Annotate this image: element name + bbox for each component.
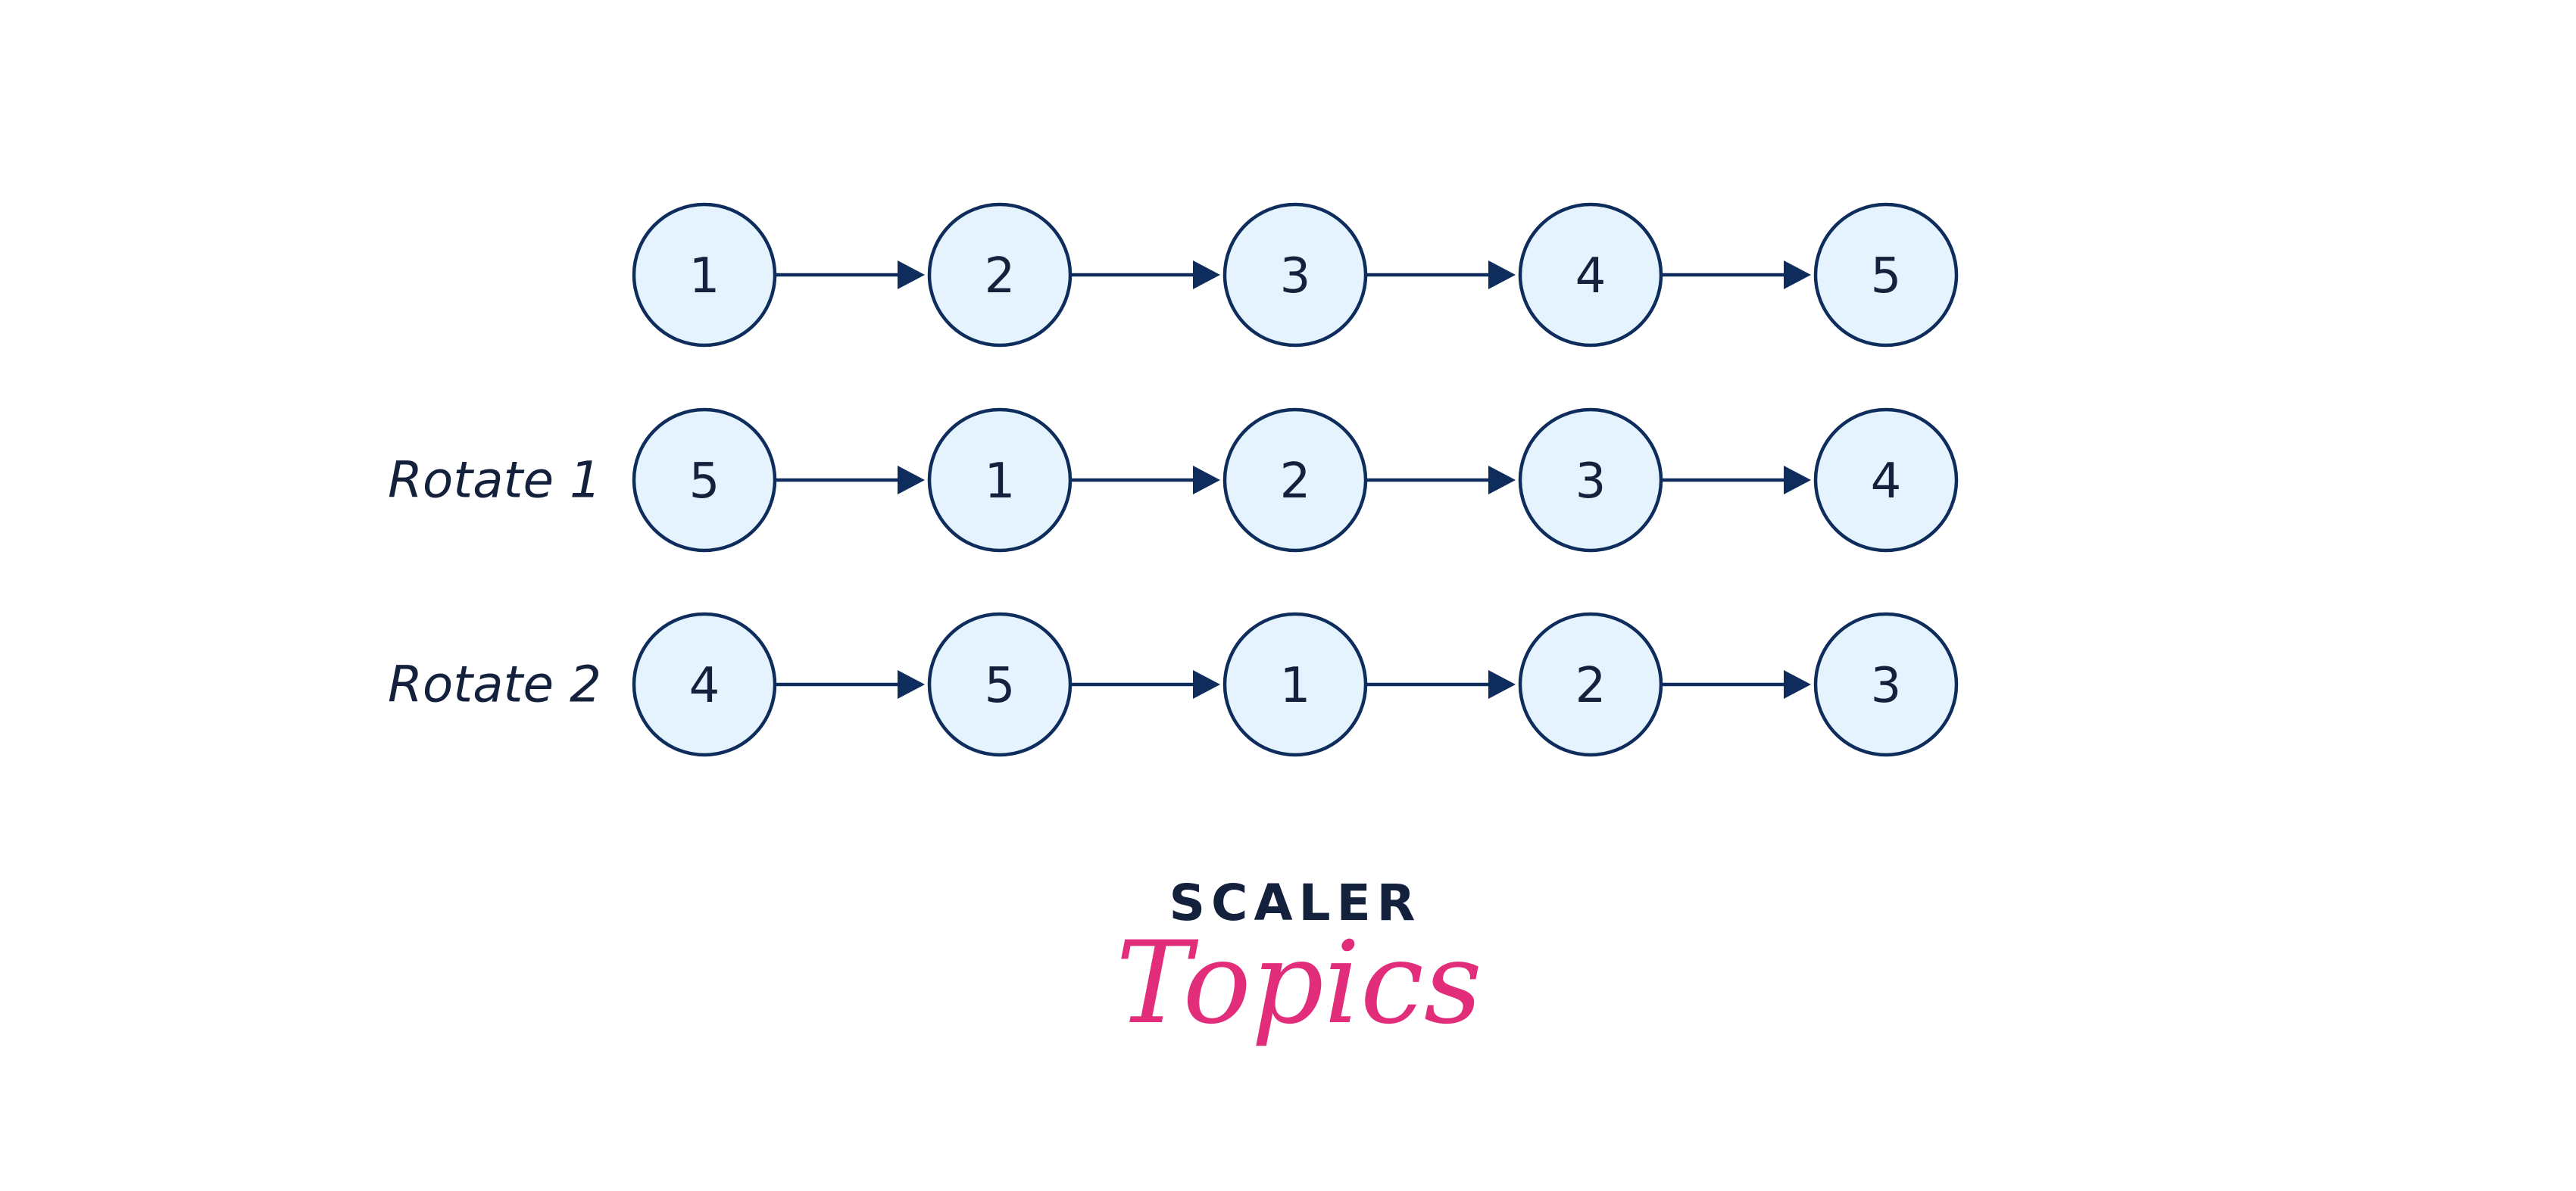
arrow-head-icon (1193, 670, 1220, 699)
node-value: 3 (1871, 658, 1902, 714)
node-value: 5 (985, 658, 1016, 714)
node-circle (1813, 612, 1959, 757)
node-value: 3 (1280, 248, 1311, 304)
arrow-head-icon (898, 466, 925, 494)
list-node: 4 (632, 612, 777, 757)
arrow-head-icon (1193, 466, 1220, 494)
list-node: 2 (1222, 407, 1368, 553)
node-circle (1518, 202, 1663, 348)
node-circle (1813, 202, 1959, 348)
row-1: 1 2 3 4 5 (632, 202, 1959, 348)
node-circle (632, 202, 777, 348)
arrow-head-icon (898, 670, 925, 699)
list-node: 1 (632, 202, 777, 348)
list-node: 1 (1222, 612, 1368, 757)
list-node: 5 (1813, 202, 1959, 348)
node-circle (632, 612, 777, 757)
list-node: 2 (1518, 612, 1663, 757)
brand-script: Topics (1116, 918, 1482, 1049)
row-label: Rotate 1 (388, 451, 601, 510)
node-value: 5 (689, 454, 720, 510)
row-2: Rotate 1 5 1 2 3 4 (388, 407, 1959, 553)
scaler-topics-logo: SCALER Topics (1116, 874, 1482, 1049)
node-circle (1222, 202, 1368, 348)
node-circle (1518, 407, 1663, 553)
list-node: 4 (1813, 407, 1959, 553)
row-label: Rotate 2 (388, 656, 601, 714)
node-circle (1518, 612, 1663, 757)
node-value: 4 (689, 658, 720, 714)
node-value: 2 (1280, 454, 1311, 510)
list-node: 3 (1222, 202, 1368, 348)
arrow-head-icon (1488, 260, 1516, 289)
node-circle (927, 202, 1073, 348)
list-node: 3 (1518, 407, 1663, 553)
row-3: Rotate 2 4 5 1 2 3 (388, 612, 1959, 757)
node-value: 4 (1871, 454, 1902, 510)
arrow-head-icon (1784, 260, 1811, 289)
node-value: 5 (1871, 248, 1902, 304)
node-circle (1813, 407, 1959, 553)
list-node: 5 (927, 612, 1073, 757)
arrow-head-icon (1784, 670, 1811, 699)
node-circle (632, 407, 777, 553)
node-value: 3 (1575, 454, 1606, 510)
node-value: 1 (1280, 658, 1311, 714)
arrow-head-icon (898, 260, 925, 289)
node-circle (927, 612, 1073, 757)
node-value: 2 (1575, 658, 1606, 714)
node-circle (1222, 612, 1368, 757)
node-value: 1 (689, 248, 720, 304)
arrow-head-icon (1488, 670, 1516, 699)
list-node: 1 (927, 407, 1073, 553)
node-value: 4 (1575, 248, 1606, 304)
list-node: 4 (1518, 202, 1663, 348)
node-value: 2 (985, 248, 1016, 304)
node-circle (1222, 407, 1368, 553)
list-node: 3 (1813, 612, 1959, 757)
arrow-head-icon (1488, 466, 1516, 494)
list-node: 2 (927, 202, 1073, 348)
node-value: 1 (985, 454, 1016, 510)
arrow-head-icon (1784, 466, 1811, 494)
arrow-head-icon (1193, 260, 1220, 289)
list-node: 5 (632, 407, 777, 553)
node-circle (927, 407, 1073, 553)
brand-word: SCALER (1169, 874, 1421, 932)
